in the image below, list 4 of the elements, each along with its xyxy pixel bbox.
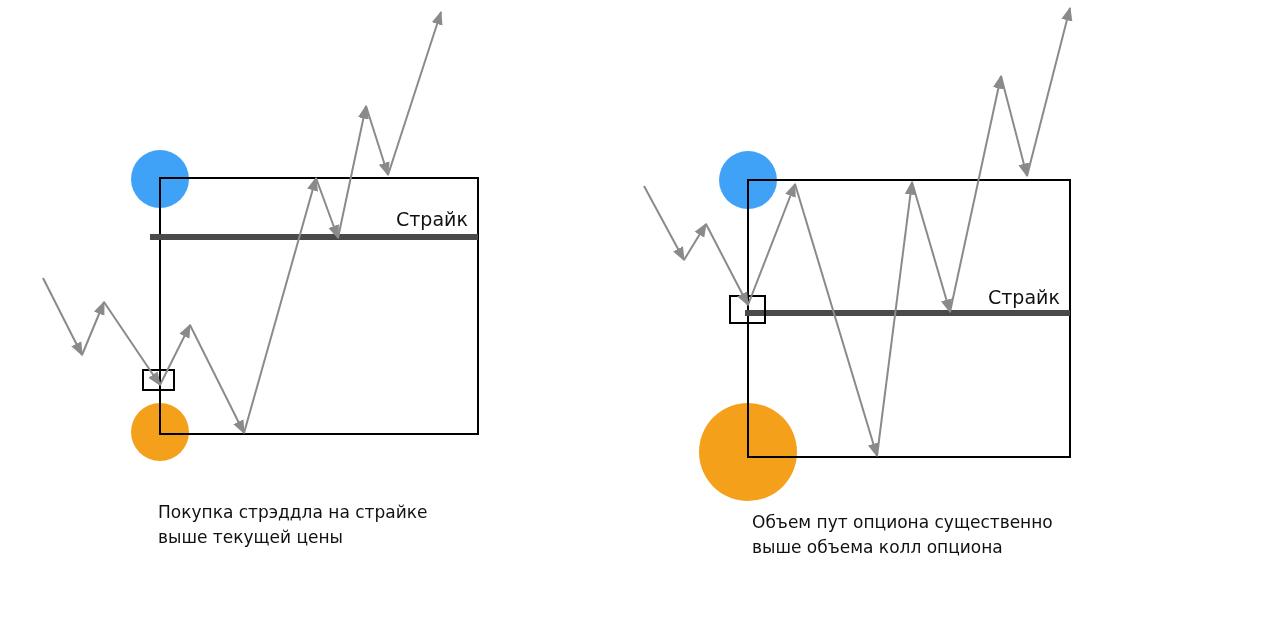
strike-label: Страйк (988, 285, 1060, 310)
caption-text: Покупка стрэддла на страйке выше текущей цены (158, 501, 429, 549)
caption-text: Объем пут опциона существенно выше объема колл опциона (752, 511, 1054, 559)
strike-label: Страйк (396, 207, 468, 232)
